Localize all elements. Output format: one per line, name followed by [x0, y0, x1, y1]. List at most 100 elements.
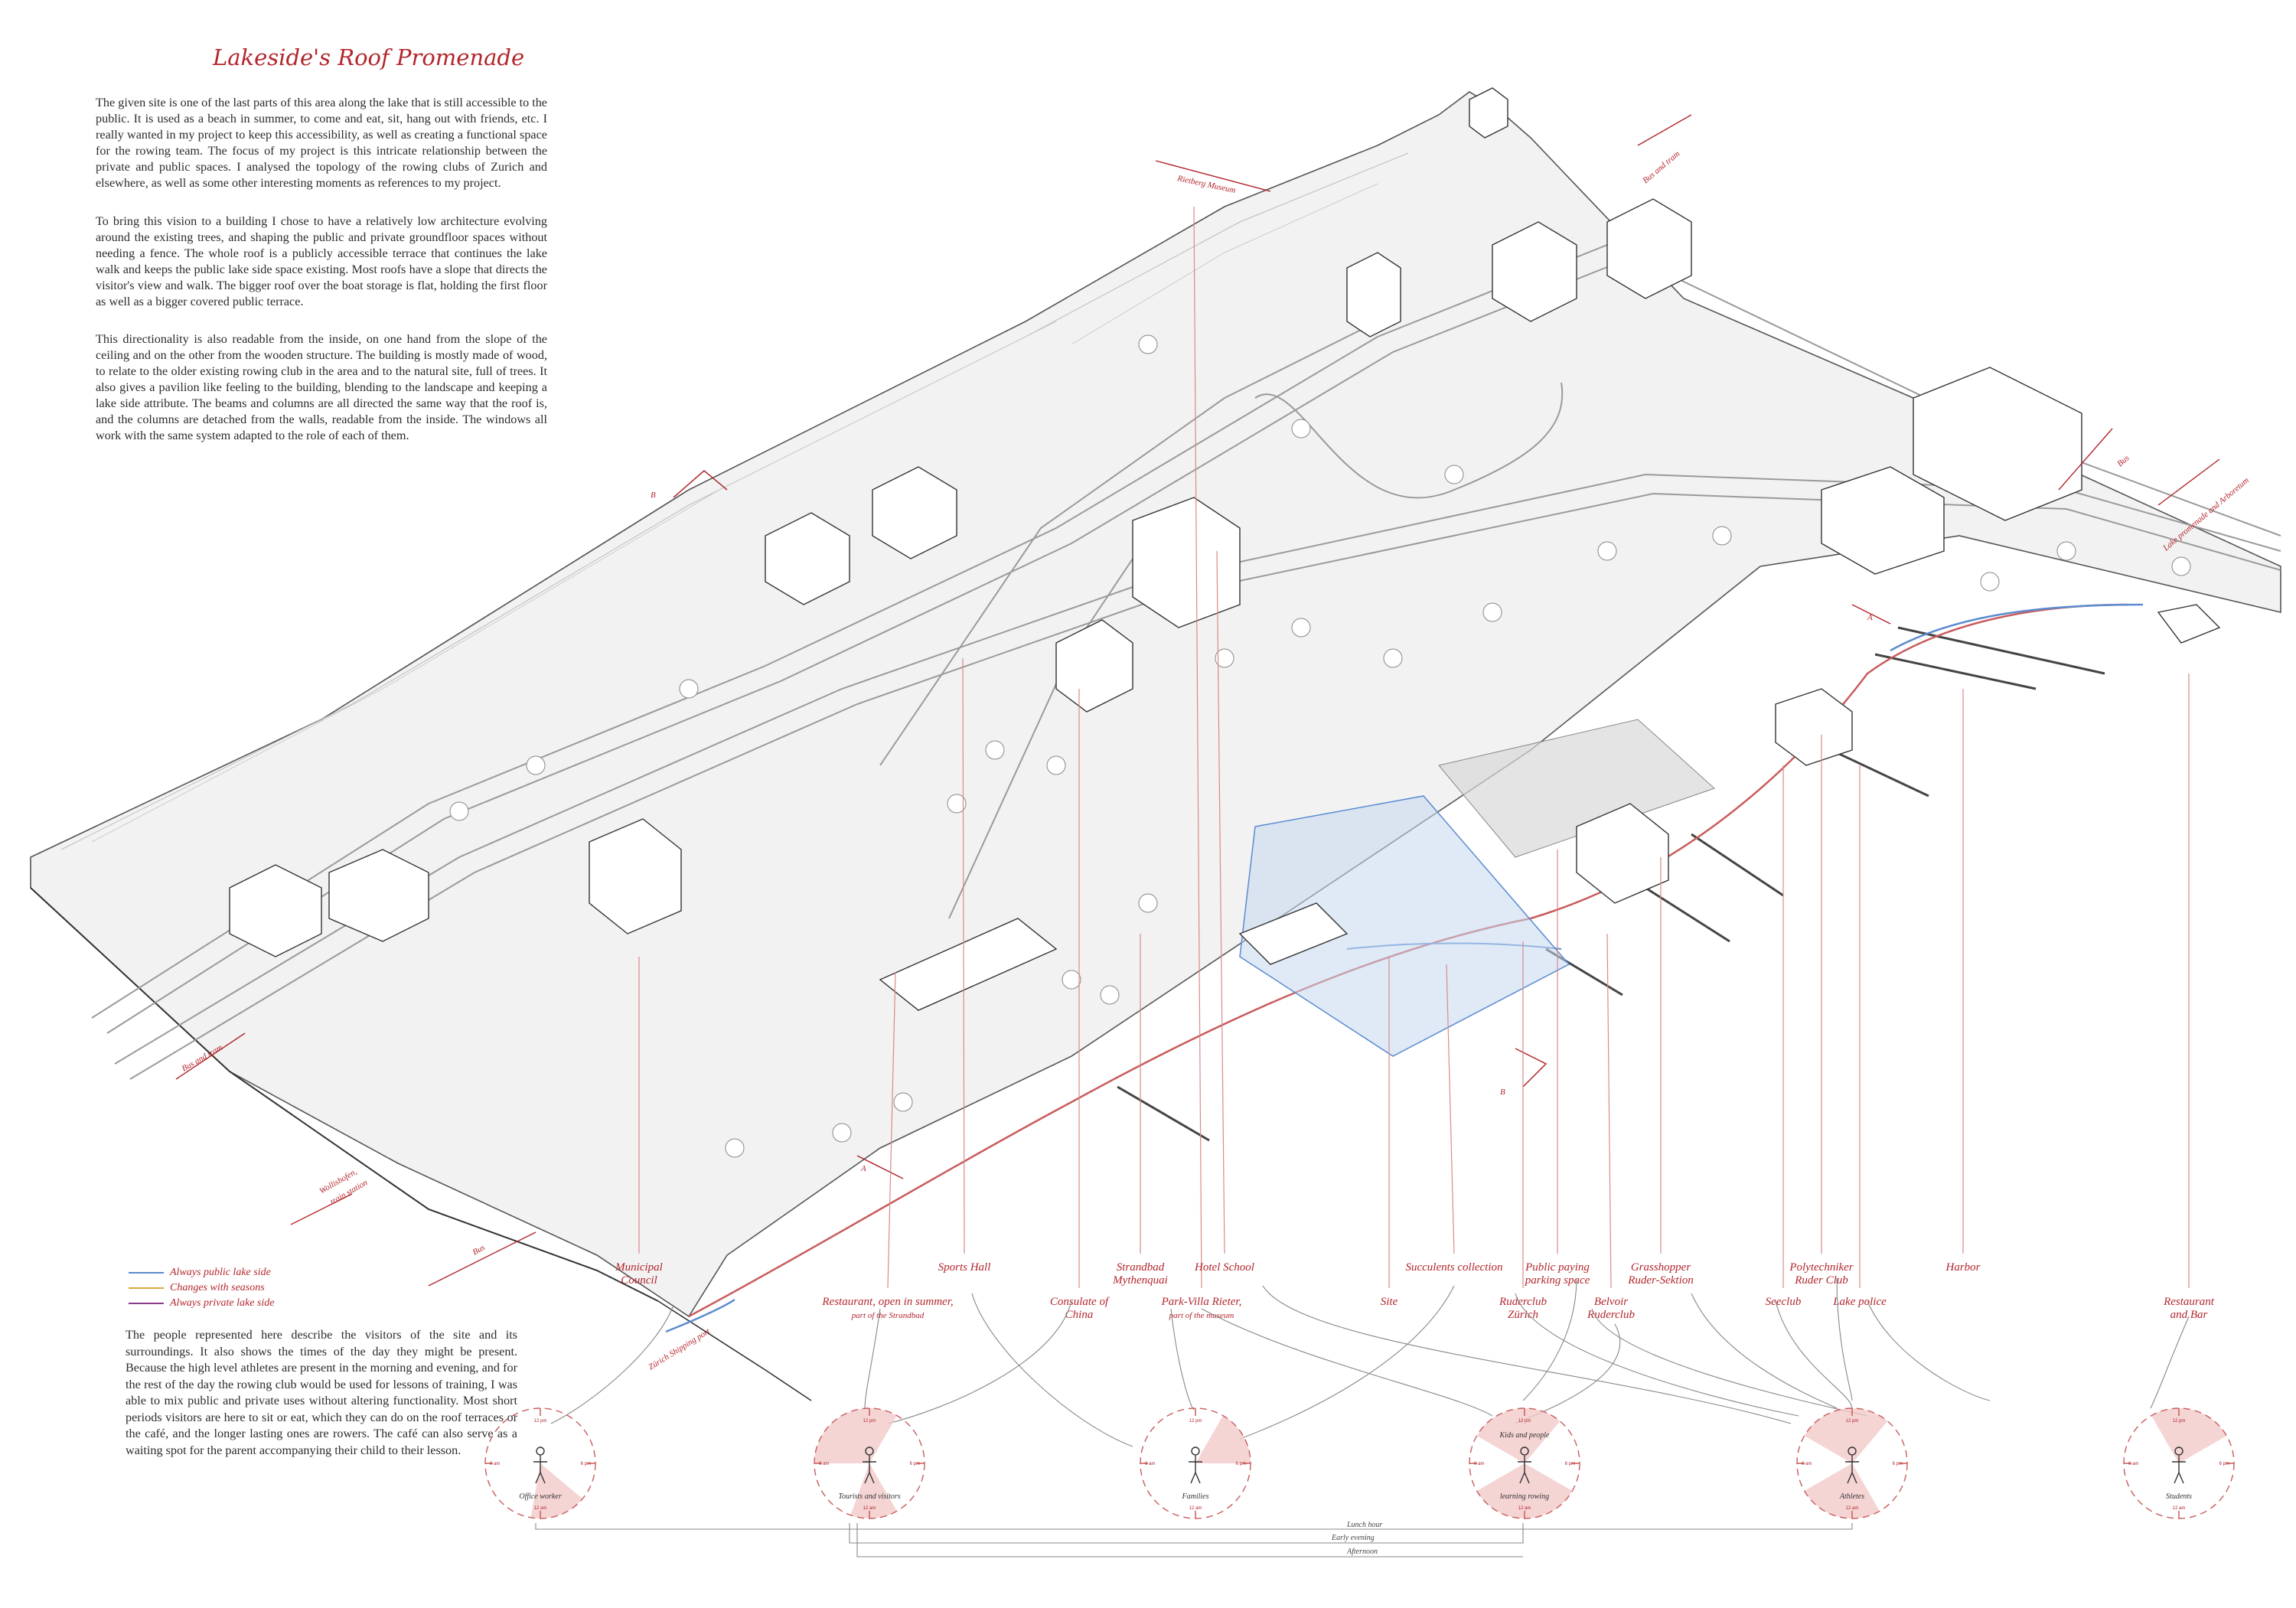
clock-label-right: 6 pm: [1565, 1462, 1575, 1466]
place-label: Hotel School: [1194, 1261, 1254, 1274]
label-bus-tram-top: Bus and tram: [1641, 149, 1681, 185]
clock-shaded-sector: [1525, 1408, 1561, 1463]
place-16: Harbor: [1945, 689, 1981, 1274]
clock-label-top: 12 pm: [2173, 1419, 2186, 1424]
timeline-afternoon: Afternoon: [1346, 1548, 1378, 1556]
place-label: Lake police: [1832, 1296, 1887, 1308]
place-leader-line: [1606, 933, 1612, 1289]
clock-label-right: 6 pm: [1893, 1462, 1903, 1466]
person-figure-icon: [1845, 1447, 1859, 1484]
clock-label-bottom: 12 am: [1846, 1506, 1859, 1511]
clock-shaded-sector: [1804, 1408, 1852, 1463]
clock-4: 12 pm 12 am 6 am 6 pm Athletes: [1796, 1407, 1908, 1519]
place-leader-line: [1216, 550, 1225, 1254]
legend-item-seasons: Changes with seasons: [129, 1280, 274, 1296]
direction-arrows: [175, 114, 2220, 1287]
clock-label-right: 6 pm: [581, 1462, 591, 1466]
place-label: Harbor: [1945, 1261, 1980, 1274]
place-15: Lake police: [1832, 765, 1887, 1308]
label-zurich-port: Zürich Shipping port: [647, 1326, 712, 1372]
clock-shaded-sector: [1476, 1463, 1573, 1518]
clock-shaded-sector: [814, 1408, 869, 1463]
clock-shaded-sector: [2151, 1408, 2179, 1463]
clock-label-top: 12 pm: [534, 1419, 547, 1424]
clock-label-top: 12 pm: [863, 1419, 876, 1424]
place-13: Seeclub: [1766, 765, 1802, 1308]
place-label: Park-Villa Rieter,part of the museum: [1161, 1296, 1242, 1320]
terrain: [30, 91, 2281, 1401]
clock-label-left: 6 am: [490, 1462, 500, 1466]
clock-label-top: 12 pm: [1846, 1419, 1859, 1424]
clock-label-right: 6 pm: [2219, 1462, 2229, 1466]
clock-shaded-sector: [2179, 1408, 2227, 1463]
clock-label-top: 12 pm: [1518, 1419, 1531, 1424]
clock-caption: Athletes: [1839, 1492, 1864, 1501]
clock-caption-secondary: Kids and people: [1499, 1431, 1551, 1440]
page-title: Lakeside's Roof Promenade: [213, 44, 525, 70]
person-figure-icon: [2172, 1447, 2186, 1484]
timeline-early-evening: Early evening: [1331, 1534, 1375, 1542]
section-b-top: B: [651, 491, 656, 500]
clock-caption: Office worker: [519, 1492, 561, 1501]
section-b-bottom: B: [1500, 1088, 1505, 1097]
clock-shaded-sector: [1804, 1463, 1880, 1518]
legend-item-public: Always public lake side: [129, 1265, 274, 1280]
person-figure-icon: [863, 1447, 876, 1484]
place-1: Restaurant, open in summer,part of the S…: [821, 971, 954, 1320]
clock-label-bottom: 12 am: [863, 1506, 876, 1511]
clock-label-left: 6 am: [1802, 1462, 1812, 1466]
clock-label-top: 12 pm: [1189, 1419, 1202, 1424]
clock-label-left: 6 am: [819, 1462, 829, 1466]
legend-item-private: Always private lake side: [129, 1296, 274, 1311]
legend-line-public: [129, 1272, 164, 1274]
clock-caption: Families: [1182, 1492, 1209, 1501]
place-5: Park-Villa Rieter,part of the museum: [1161, 206, 1242, 1320]
clock-label-bottom: 12 am: [1189, 1506, 1202, 1511]
label-bus-left: Bus: [471, 1243, 487, 1257]
project-site-overlay: [1239, 719, 1715, 1057]
people-paragraph: The people represented here describe the…: [126, 1328, 517, 1457]
label-rietberg: Rietberg Museum: [1176, 174, 1236, 195]
place-leader-line: [1193, 206, 1202, 1289]
clock-shaded-sector: [1852, 1408, 1888, 1463]
place-label: Restaurant, open in summer,part of the S…: [821, 1296, 953, 1320]
legend: Always public lake side Changes with sea…: [129, 1265, 274, 1311]
intro-paragraph-1: The given site is one of the last parts …: [96, 96, 547, 190]
legend-label-public: Always public lake side: [170, 1267, 271, 1278]
place-2: Sports Hall: [938, 657, 990, 1274]
intro-paragraph-2: To bring this vision to a building I cho…: [96, 214, 547, 308]
legend-line-seasons: [129, 1287, 164, 1289]
intro-paragraph-3: This directionality is also readable fro…: [96, 332, 547, 442]
label-bus-right: Bus: [2115, 453, 2131, 468]
place-8: Succulents collection: [1405, 964, 1503, 1274]
clock-label-right: 6 pm: [910, 1462, 920, 1466]
buildings: [229, 87, 2221, 1011]
clock-caption: Tourists and visitors: [838, 1492, 900, 1501]
clock-shaded-sector: [1195, 1415, 1251, 1463]
place-label: Seeclub: [1766, 1296, 1802, 1308]
person-figure-icon: [1189, 1447, 1202, 1484]
section-markers: [673, 470, 1891, 1179]
section-a-right: A: [1867, 613, 1873, 622]
place-label: Succulents collection: [1405, 1261, 1502, 1274]
